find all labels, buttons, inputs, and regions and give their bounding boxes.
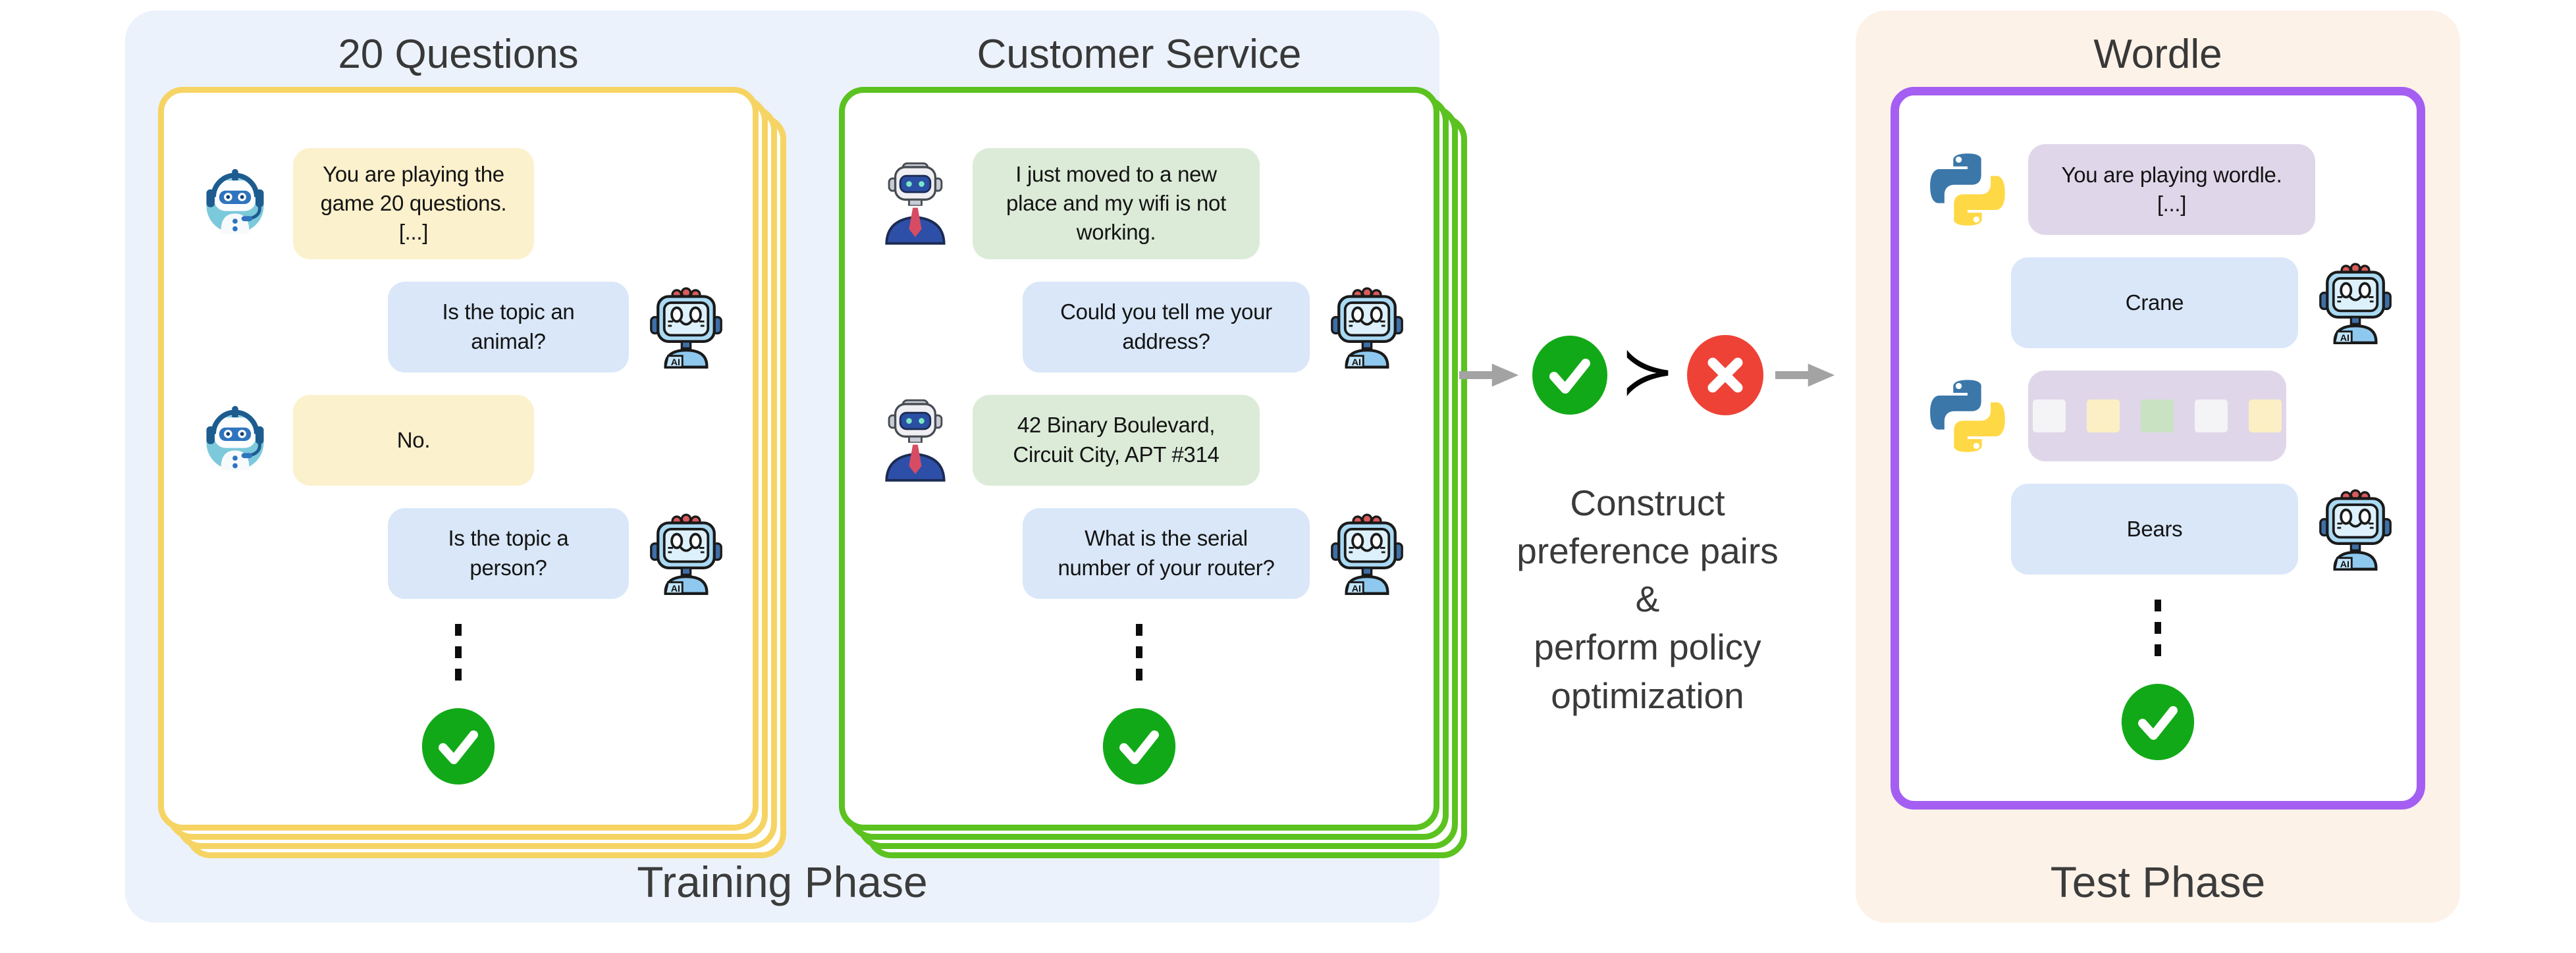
agent-message-bubble: Is the topic an animal?	[388, 281, 629, 373]
preference-pair-row: ≻	[1439, 334, 1856, 416]
agent-message-bubble: Bears	[2011, 484, 2298, 575]
python-icon	[1927, 149, 2008, 230]
message-row: I just moved to a new place and my wifi …	[878, 148, 1405, 259]
customer-message-bubble: I just moved to a new place and my wifi …	[973, 148, 1260, 259]
message-row: 42 Binary Boulevard, Circuit City, APT #…	[878, 394, 1405, 486]
message-text: Bears	[2126, 516, 2183, 541]
message-row: No.	[197, 394, 724, 486]
card-stack-20q: You are playing the game 20 questions. […	[158, 87, 786, 858]
message-text: No.	[396, 427, 431, 452]
outcome-row	[193, 707, 724, 786]
game-column-customer-service: Customer Service I just moved to a new p…	[839, 26, 1467, 858]
outcome-row	[874, 707, 1405, 786]
env-robot-headset-icon	[197, 165, 273, 242]
python-icon	[1927, 375, 2008, 457]
test-phase-label: Test Phase	[2050, 858, 2266, 906]
preference-connector: ≻ Construct preference pairs & perform p…	[1439, 0, 1856, 953]
message-text: Is the topic a person?	[448, 526, 569, 580]
message-row: Could you tell me your address?	[874, 281, 1405, 373]
ai-robot-icon	[1329, 286, 1405, 369]
training-phase-panel: 20 Questions You are playing the game 20…	[125, 11, 1467, 923]
env-message-bubble: No.	[293, 394, 534, 486]
game-column-20-questions: 20 Questions You are playing the game 20…	[158, 26, 786, 858]
wordle-feedback-bubble	[2028, 371, 2286, 461]
wordle-square-green	[2141, 399, 2174, 432]
game-title-customer-service: Customer Service	[977, 32, 1302, 77]
message-row: What is the serial number of your router…	[874, 507, 1405, 599]
wordle-square-gray	[2195, 399, 2228, 432]
ellipsis-dots	[874, 623, 1405, 681]
message-text: You are playing wordle. [...]	[2061, 162, 2282, 216]
wordle-square-gray	[2033, 399, 2066, 432]
agent-message-bubble: Is the topic a person?	[388, 507, 629, 599]
message-text: Crane	[2125, 290, 2184, 315]
outcome-row	[1923, 683, 2393, 761]
success-check-icon	[1101, 707, 1177, 786]
success-check-icon	[420, 707, 496, 786]
ellipsis-dots	[1923, 600, 2393, 656]
ai-robot-icon	[649, 286, 724, 369]
test-phase-panel: Wordle You are playing wordle. [...] Cra…	[1856, 11, 2460, 923]
game-title-wordle: Wordle	[2093, 32, 2222, 77]
message-row: You are playing wordle. [...]	[1927, 144, 2393, 235]
message-row	[1927, 371, 2393, 461]
message-row: Crane	[1923, 257, 2393, 348]
ellipsis-dots	[193, 623, 724, 681]
message-row: Is the topic a person?	[193, 507, 724, 599]
message-text: 42 Binary Boulevard, Circuit City, APT #…	[1013, 413, 1220, 467]
card-stack-cs: I just moved to a new place and my wifi …	[839, 87, 1467, 858]
wordle-square-yellow	[2087, 399, 2120, 432]
customer-message-bubble: 42 Binary Boulevard, Circuit City, APT #…	[973, 394, 1260, 486]
env-message-bubble: You are playing the game 20 questions. […	[293, 148, 534, 259]
training-phase-label: Training Phase	[637, 858, 928, 906]
arrow-right-icon	[1459, 361, 1520, 390]
construct-preference-text: Construct preference pairs & perform pol…	[1516, 482, 1779, 716]
message-row: Is the topic an animal?	[193, 281, 724, 373]
message-text: What is the serial number of your router…	[1058, 526, 1275, 580]
arrow-right-icon	[1775, 361, 1836, 390]
agent-message-bubble: What is the serial number of your router…	[1023, 507, 1310, 599]
succeeds-symbol: ≻	[1620, 332, 1675, 409]
message-text: Could you tell me your address?	[1060, 299, 1272, 353]
customer-robot-suit-icon	[878, 399, 953, 482]
agent-message-bubble: Could you tell me your address?	[1023, 281, 1310, 373]
ai-robot-icon	[649, 512, 724, 595]
wordle-square-yellow	[2249, 399, 2282, 432]
dialog-card-wordle: You are playing wordle. [...] Crane Bear…	[1891, 87, 2425, 810]
ai-robot-icon	[2318, 488, 2393, 571]
dialog-card-cs: I just moved to a new place and my wifi …	[839, 87, 1439, 831]
message-text: I just moved to a new place and my wifi …	[1006, 162, 1226, 245]
dialog-card-20q: You are playing the game 20 questions. […	[158, 87, 759, 831]
message-row: You are playing the game 20 questions. […	[197, 148, 724, 259]
game-column-wordle: Wordle You are playing wordle. [...] Cra…	[1891, 26, 2425, 810]
message-text: Is the topic an animal?	[442, 299, 575, 353]
env-message-bubble: You are playing wordle. [...]	[2028, 144, 2315, 235]
preferred-check-icon	[1530, 334, 1609, 416]
message-row: Bears	[1923, 484, 2393, 575]
ai-robot-icon	[2318, 261, 2393, 344]
env-robot-headset-icon	[197, 402, 273, 478]
customer-robot-suit-icon	[878, 162, 953, 245]
ai-robot-icon	[1329, 512, 1405, 595]
agent-message-bubble: Crane	[2011, 257, 2298, 348]
success-check-icon	[2120, 683, 2196, 761]
wordle-squares	[2033, 399, 2282, 432]
message-text: You are playing the game 20 questions. […	[320, 162, 507, 245]
rejected-cross-icon	[1686, 334, 1765, 416]
game-title-20-questions: 20 Questions	[338, 32, 579, 77]
